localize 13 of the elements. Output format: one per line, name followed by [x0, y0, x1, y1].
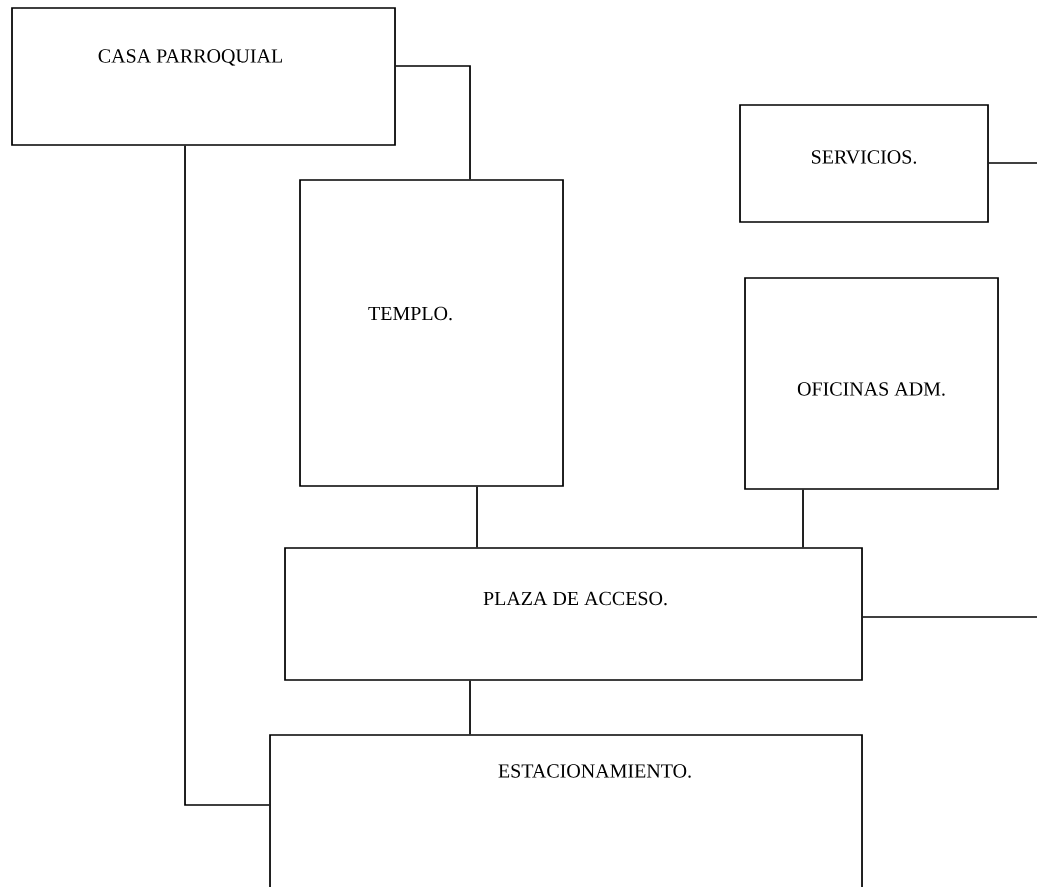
block-box: ESTACIONAMIENTO. — [269, 734, 863, 887]
connector-line — [862, 616, 1037, 618]
connector-line — [476, 486, 478, 548]
connector-line — [802, 489, 804, 548]
connector-line — [469, 680, 471, 735]
block-box: TEMPLO. — [299, 179, 564, 487]
block-box: PLAZA DE ACCESO. — [284, 547, 863, 681]
block-box: CASA PARROQUIAL — [11, 7, 396, 146]
block-box: SERVICIOS. — [739, 104, 989, 223]
connector-line — [184, 145, 270, 806]
block-box: OFICINAS ADM. — [744, 277, 999, 490]
connector-line — [988, 162, 1037, 164]
connector-line — [395, 65, 471, 180]
